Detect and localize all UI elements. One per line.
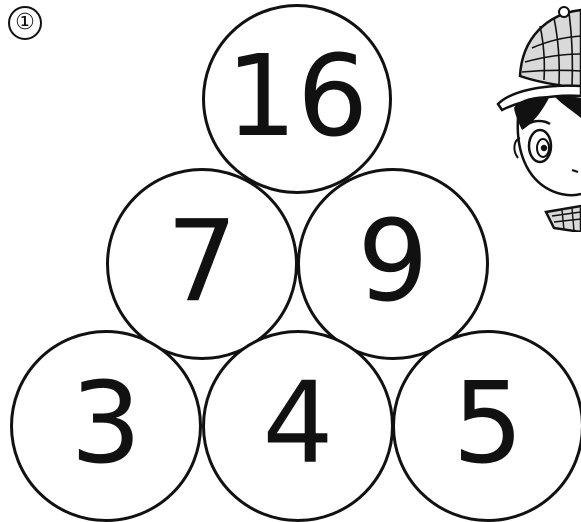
detective-character-icon bbox=[492, 0, 581, 232]
pyramid-middle-right-circle: 9 bbox=[297, 168, 489, 360]
pyramid-bottom-left-circle: 3 bbox=[10, 330, 202, 522]
problem-number-label: ① bbox=[15, 12, 35, 34]
pyramid-bottom-right-circle: 5 bbox=[392, 330, 581, 522]
pyramid-bottom-middle-number: 4 bbox=[262, 368, 333, 480]
pyramid-bottom-left-number: 3 bbox=[70, 368, 141, 480]
pyramid-middle-right-number: 9 bbox=[357, 206, 428, 318]
pyramid-bottom-middle-circle: 4 bbox=[202, 330, 394, 522]
pyramid-middle-left-number: 7 bbox=[166, 206, 237, 318]
pyramid-top-number: 16 bbox=[226, 41, 369, 153]
problem-number-badge: ① bbox=[8, 6, 42, 40]
pyramid-bottom-right-number: 5 bbox=[452, 368, 523, 480]
pyramid-middle-left-circle: 7 bbox=[106, 168, 298, 360]
pyramid-top-circle: 16 bbox=[202, 4, 392, 194]
